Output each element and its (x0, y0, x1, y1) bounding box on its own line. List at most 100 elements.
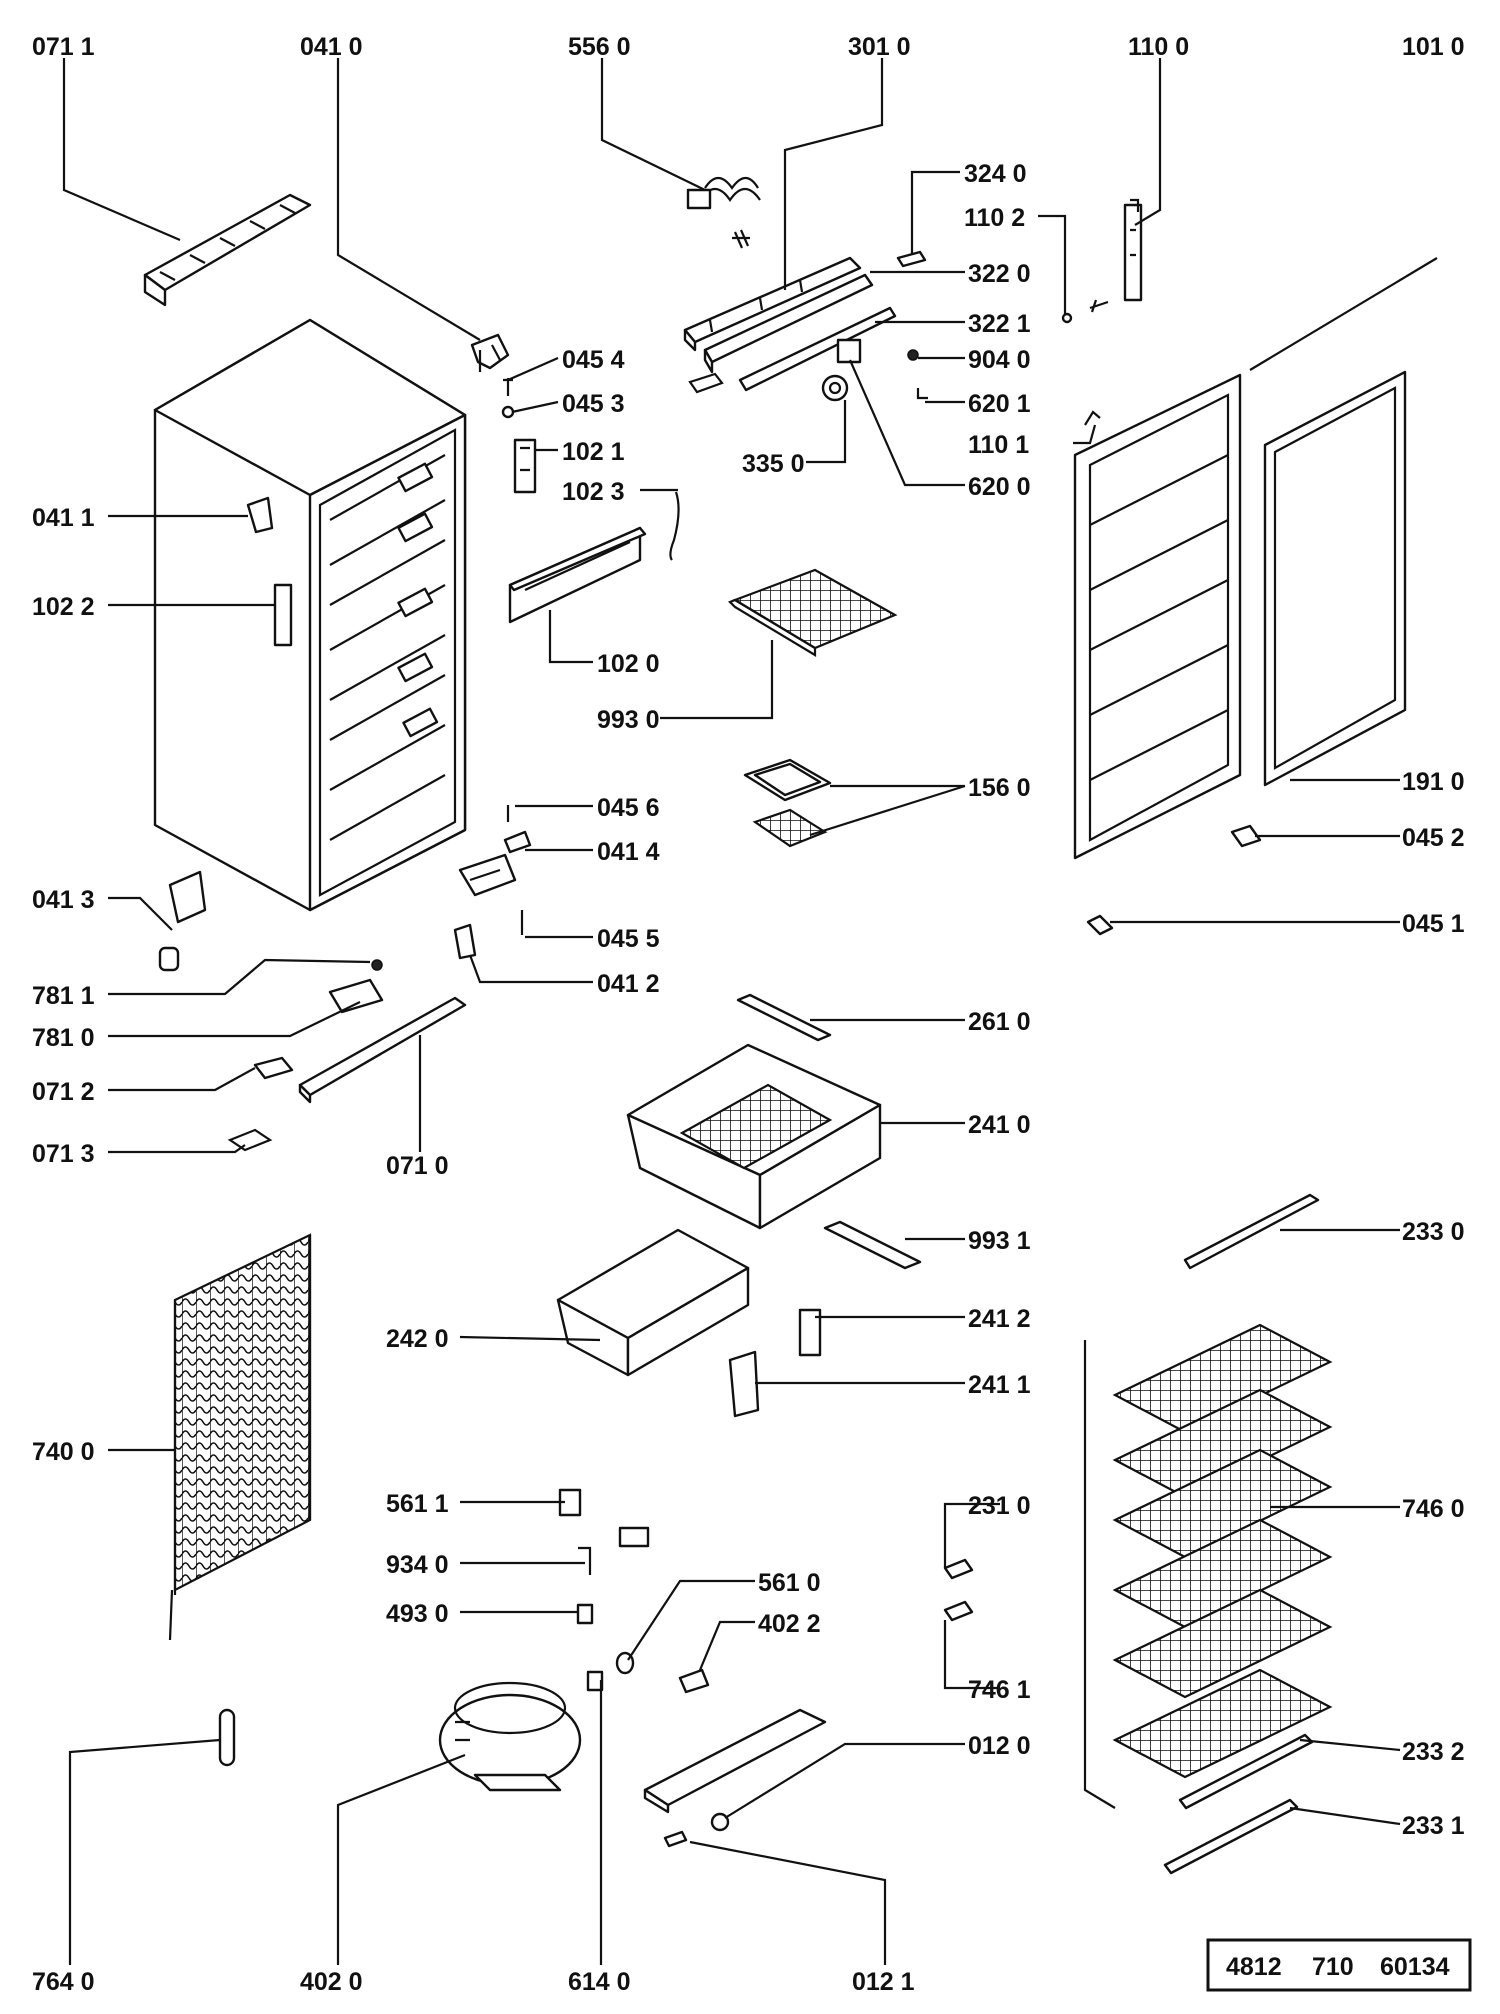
part-drawings (143, 176, 1407, 1875)
part-label-0711: 071 1 (32, 33, 95, 61)
part-condenser (168, 1233, 312, 1641)
part-label-5560: 556 0 (568, 33, 631, 61)
part-label-7640: 764 0 (32, 1968, 95, 1996)
part-cabinet (153, 318, 467, 912)
part-label-3010: 301 0 (848, 33, 911, 61)
part-label-1021: 102 1 (562, 438, 625, 466)
part-door-hinge-upper (1123, 198, 1143, 302)
part-label-2420: 242 0 (386, 1325, 449, 1353)
part-clip-0713 (227, 1128, 273, 1152)
part-part-4930 (576, 1603, 594, 1625)
part-label-0454: 045 4 (562, 346, 625, 374)
part-label-4020: 402 0 (300, 1968, 363, 1996)
part-plate-0712 (253, 1056, 294, 1080)
part-small-drawer (556, 1228, 750, 1377)
part-label-0120: 012 0 (968, 1732, 1031, 1760)
part-part-9340 (578, 1546, 592, 1575)
part-label-7460: 746 0 (1402, 1495, 1465, 1523)
part-bracket-1021 (513, 438, 537, 494)
part-label-5611: 561 1 (386, 1490, 449, 1518)
part-label-1102: 110 2 (964, 204, 1025, 232)
part-top-hinge (470, 333, 510, 372)
part-label-2610: 261 0 (968, 1008, 1031, 1036)
part-label-1560: 156 0 (968, 774, 1031, 802)
part-label-0410: 041 0 (300, 33, 363, 61)
part-bottom-rail (298, 996, 467, 1104)
part-plate-2412 (798, 1308, 822, 1357)
part-label-1023: 102 3 (562, 478, 625, 506)
part-hinge-rail-top (143, 193, 312, 307)
part-roller-0120 (710, 1812, 730, 1832)
part-label-5610: 561 0 (758, 1569, 821, 1597)
part-label-1010: 101 0 (1402, 33, 1465, 61)
part-label-3350: 335 0 (742, 450, 805, 478)
part-label-1100: 110 0 (1128, 33, 1189, 61)
part-thermostat (836, 338, 862, 364)
part-part-7811 (371, 959, 383, 971)
part-door (1073, 373, 1242, 860)
part-label-2411: 241 1 (968, 1371, 1031, 1399)
part-ice-tray (743, 758, 832, 848)
part-bar-2331 (1163, 1798, 1299, 1875)
part-bottom-hinge-left (158, 870, 207, 972)
part-large-drawer (626, 1043, 882, 1230)
part-clip-6201 (916, 388, 928, 400)
part-hinge-0412 (453, 923, 477, 960)
part-label-9340: 934 0 (386, 1551, 449, 1579)
part-label-2412: 241 2 (968, 1305, 1031, 1333)
part-spring (686, 176, 761, 249)
part-strip-2610 (736, 993, 832, 1042)
part-label-0712: 071 2 (32, 1078, 95, 1106)
part-door-gasket (1263, 370, 1407, 787)
part-rail-3221 (688, 306, 897, 394)
part-label-2331: 233 1 (1402, 1812, 1465, 1840)
part-label-1022: 102 2 (32, 593, 95, 621)
part-label-6140: 614 0 (568, 1968, 631, 1996)
part-screw-0454 (503, 378, 513, 396)
part-label-2410: 241 0 (968, 1111, 1031, 1139)
part-drier (218, 1708, 236, 1767)
part-hinge-0451 (1086, 914, 1114, 936)
part-label-0455: 045 5 (597, 925, 660, 953)
part-label-7810: 781 0 (32, 1024, 95, 1052)
part-part-0121 (663, 1830, 688, 1848)
part-label-4022: 402 2 (758, 1610, 821, 1638)
part-compressor (438, 1681, 582, 1792)
part-label-2330: 233 0 (1402, 1218, 1465, 1246)
part-label-6201: 620 1 (968, 390, 1031, 418)
part-label-0456: 045 6 (597, 794, 660, 822)
part-rail-3220 (703, 273, 874, 374)
part-top-cover-rail (683, 256, 862, 352)
part-grille (728, 568, 898, 657)
part-shelf-rack (1083, 1323, 1333, 1809)
part-control-panel (508, 526, 647, 624)
part-label-0411: 041 1 (32, 504, 95, 532)
part-washer-0453 (501, 405, 515, 419)
part-label-9040: 904 0 (968, 346, 1031, 374)
part-label-4930: 493 0 (386, 1600, 449, 1628)
part-strip-9931 (823, 1220, 922, 1270)
part-label-7811: 781 1 (32, 982, 95, 1010)
part-label-1910: 191 0 (1402, 768, 1465, 796)
part-label-6200: 620 0 (968, 473, 1031, 501)
part-part-7810 (328, 978, 384, 1014)
part-base-plate (643, 1708, 827, 1814)
part-label-1101: 110 1 (968, 431, 1029, 459)
part-clip-7461 (943, 1600, 974, 1622)
part-thermostat-knob (821, 374, 849, 402)
part-part-4022 (678, 1668, 710, 1694)
part-label-0710: 071 0 (386, 1152, 449, 1180)
part-label-2310: 231 0 (968, 1492, 1031, 1520)
part-label-7461: 746 1 (968, 1676, 1031, 1704)
part-label-3240: 324 0 (964, 160, 1027, 188)
part-label-7400: 740 0 (32, 1438, 95, 1466)
part-hinge-0452 (1230, 824, 1262, 848)
document-number-box: 4812 710 60134 (1206, 1938, 1472, 1992)
part-label-0414: 041 4 (597, 838, 660, 866)
leader-lines (62, 58, 1438, 1965)
part-bracket-2411 (728, 1350, 760, 1418)
document-number-part2: 710 (1312, 1953, 1354, 1981)
part-screw-9040 (907, 349, 919, 361)
part-bracket-1023 (669, 491, 680, 561)
part-label-0453: 045 3 (562, 390, 625, 418)
